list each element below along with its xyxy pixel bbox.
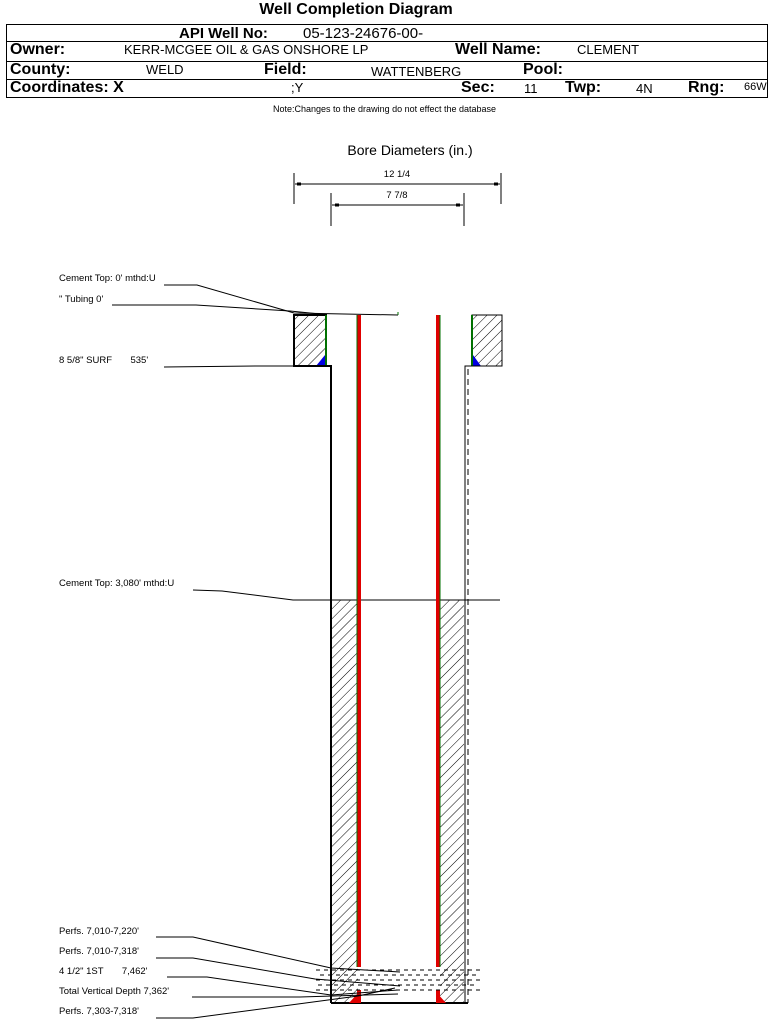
rng-label: Rng: xyxy=(688,79,725,96)
rng-value: 66W xyxy=(744,81,767,93)
coordinates-y: ;Y xyxy=(291,80,304,95)
sec-value: 11 xyxy=(524,81,538,96)
label-perfs-2: Perfs. 7,010-7,318' xyxy=(59,946,139,957)
cement-shoe-right xyxy=(437,993,446,1003)
production-cement-right xyxy=(440,600,464,1003)
bore-inner-label: 7 7/8 xyxy=(386,190,407,201)
field-value: WATTENBERG xyxy=(371,64,462,79)
leader-perfs-3 xyxy=(156,987,396,1019)
bore-dimension-outer xyxy=(293,173,502,204)
divider xyxy=(7,61,767,62)
twp-label: Twp: xyxy=(565,79,602,96)
label-tvd: Total Vertical Depth 7,362' xyxy=(59,986,169,997)
coordinates-label: Coordinates: X xyxy=(10,79,124,96)
leader-prod-casing xyxy=(167,976,399,996)
label-tubing: " Tubing 0' xyxy=(59,294,103,305)
label-cement-top-surface: Cement Top: 0' mthd:U xyxy=(59,273,156,284)
divider xyxy=(7,41,767,42)
label-perfs-1: Perfs. 7,010-7,220' xyxy=(59,926,139,937)
page-title: Well Completion Diagram xyxy=(259,1,453,18)
production-casing-right xyxy=(464,365,502,1003)
owner-label: Owner: xyxy=(10,41,66,58)
label-prod-casing: 4 1/2" 1ST 7,462' xyxy=(59,966,148,977)
sec-label: Sec: xyxy=(461,79,495,96)
api-label: API Well No: xyxy=(179,25,268,42)
bore-dimension-inner xyxy=(330,193,465,226)
production-casing-left xyxy=(294,365,332,1003)
label-cement-top-prod: Cement Top: 3,080' mthd:U xyxy=(59,578,174,589)
tubing-left xyxy=(356,315,361,1003)
divider xyxy=(7,79,767,80)
county-value: WELD xyxy=(146,62,184,77)
api-value: 05-123-24676-00- xyxy=(303,25,424,42)
pool-label: Pool: xyxy=(523,61,563,78)
twp-value: 4N xyxy=(636,81,653,96)
owner-value: KERR-MCGEE OIL & GAS ONSHORE LP xyxy=(124,42,369,57)
bore-outer-label: 12 1/4 xyxy=(384,169,410,180)
production-cement-left xyxy=(332,600,358,1003)
bore-title: Bore Diameters (in.) xyxy=(347,142,472,158)
well-name-label: Well Name: xyxy=(455,41,541,58)
surface-cement-left xyxy=(293,314,327,367)
well-name-value: CLEMENT xyxy=(577,42,640,57)
leader-perfs-1 xyxy=(156,936,401,973)
field-label: Field: xyxy=(264,61,307,78)
surface-cement-right xyxy=(471,314,503,367)
note-text: Note:Changes to the drawing do not effec… xyxy=(273,104,496,114)
county-label: County: xyxy=(10,61,71,78)
tubing-right xyxy=(436,315,441,1003)
leader-tubing xyxy=(112,304,321,315)
label-perfs-3: Perfs. 7,303-7,318' xyxy=(59,1006,139,1017)
leader-perfs-2 xyxy=(156,957,401,987)
well-header-table: API Well No: 05-123-24676-00- Owner: KER… xyxy=(6,24,768,98)
leader-surface-casing xyxy=(163,365,294,368)
label-surface-casing: 8 5/8" SURF 535' xyxy=(59,355,148,366)
leader-cement-top-surface xyxy=(164,284,399,316)
leader-tvd xyxy=(192,993,399,998)
leader-cement-top-prod xyxy=(192,589,331,601)
